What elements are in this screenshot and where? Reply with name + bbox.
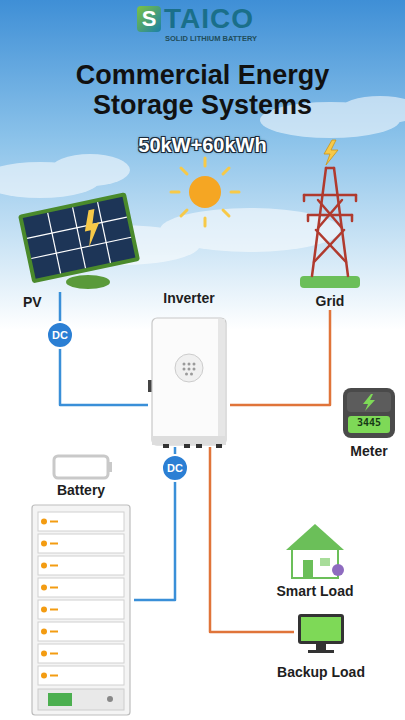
house-icon — [286, 524, 344, 578]
brand-name: TAICO — [164, 3, 254, 35]
inverter-node: Inverter — [148, 290, 230, 447]
meter-device — [343, 388, 395, 438]
inverter-unit — [148, 318, 226, 448]
node-label: Smart Load — [276, 583, 353, 599]
meter-reading: 3445 — [357, 417, 381, 429]
subtitle: 50kW+60kWh — [0, 134, 405, 157]
monitor-icon — [298, 614, 344, 653]
battery-rack — [32, 505, 130, 715]
title: Commercial Energy Storage Systems — [40, 60, 365, 120]
battery-node: Battery — [28, 452, 134, 717]
battery-icon — [54, 456, 112, 478]
node-label: Battery — [57, 482, 105, 498]
logo-letter: S — [137, 6, 161, 32]
meter-node: 3445Meter — [340, 385, 398, 460]
node-label: Meter — [350, 443, 387, 459]
dc-badge: DC — [161, 454, 189, 482]
node-label: Inverter — [163, 290, 214, 306]
dc-badge: DC — [46, 321, 74, 349]
node-label: Backup Load — [277, 664, 365, 680]
sun — [171, 158, 239, 226]
node-label: PV — [23, 294, 42, 310]
grid-node: Grid — [296, 152, 364, 310]
node-label: Grid — [316, 293, 345, 309]
power-tower — [300, 140, 360, 288]
connector-line — [60, 292, 148, 405]
brand-tagline: SOLID LITHIUM BATTERY — [165, 35, 257, 44]
connector-line — [230, 310, 330, 405]
logo-mark — [137, 6, 161, 32]
smart-load-node: Smart Load — [272, 520, 358, 602]
solar-panel — [18, 192, 140, 289]
pv-node: PV — [15, 190, 145, 292]
backup-load-node: Backup Load — [294, 612, 348, 684]
connector-line — [210, 447, 294, 632]
